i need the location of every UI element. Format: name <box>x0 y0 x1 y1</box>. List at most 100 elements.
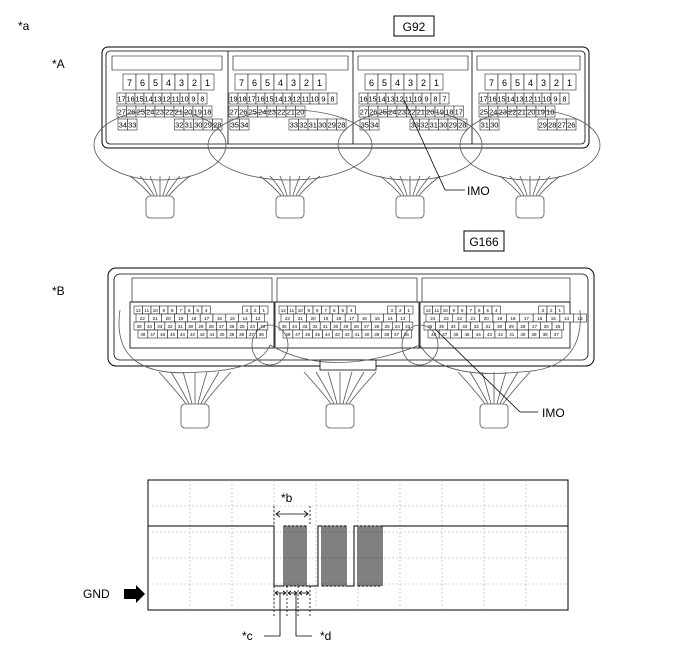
svg-text:15: 15 <box>230 316 236 321</box>
gnd-arrow-icon <box>124 585 145 603</box>
svg-text:12: 12 <box>395 94 403 103</box>
g92-pin: 31 <box>428 118 439 131</box>
g92-pin: 29 <box>326 118 337 131</box>
svg-text:33: 33 <box>462 324 468 329</box>
svg-text:35: 35 <box>137 324 143 329</box>
g166-pin: 13 <box>251 313 265 323</box>
g92-pin: 24 <box>145 105 156 118</box>
g166-pin: 37 <box>391 329 402 339</box>
svg-text:16: 16 <box>362 316 368 321</box>
g166-pin: 29 <box>195 321 207 331</box>
svg-text:28: 28 <box>337 120 345 129</box>
svg-text:4: 4 <box>528 78 533 88</box>
oscilloscope-waveform <box>147 479 569 611</box>
g92-pin: 23 <box>396 105 407 118</box>
g166-pin: 39 <box>226 329 237 339</box>
svg-text:21: 21 <box>153 316 159 321</box>
svg-text:28: 28 <box>458 120 466 129</box>
g166-pin: 25 <box>551 321 564 331</box>
svg-text:32: 32 <box>420 120 428 129</box>
g166-pin: 44 <box>322 329 333 339</box>
g166-pin: 45 <box>167 329 178 339</box>
svg-text:37: 37 <box>249 332 255 337</box>
svg-text:34: 34 <box>240 120 248 129</box>
g92-pin: 10 <box>309 92 320 105</box>
svg-text:2: 2 <box>554 78 559 88</box>
g166-pin: 30 <box>330 321 342 331</box>
svg-text:11: 11 <box>289 308 294 313</box>
g166-pin: 45 <box>312 329 323 339</box>
svg-text:22: 22 <box>140 316 146 321</box>
g92-pin: 1 <box>312 73 327 91</box>
svg-text:4: 4 <box>205 308 208 313</box>
svg-text:13: 13 <box>400 316 406 321</box>
g92-pin: 1 <box>429 73 444 91</box>
g166-pin: 42 <box>196 329 208 339</box>
g166-pin: 46 <box>302 329 313 339</box>
g166-pin: 8 <box>167 305 177 315</box>
svg-text:1: 1 <box>558 308 561 313</box>
g92-pin: 34 <box>239 118 250 131</box>
g166-pin: 22 <box>452 313 467 323</box>
g92-pin: 13 <box>282 92 293 105</box>
svg-text:28: 28 <box>548 120 556 129</box>
g92-pin: 16 <box>125 92 136 105</box>
g166-pin: 26 <box>540 321 553 331</box>
svg-text:23: 23 <box>405 324 411 329</box>
svg-text:47: 47 <box>442 332 448 337</box>
svg-text:15: 15 <box>497 94 505 103</box>
g92-pin: 28 <box>547 118 558 131</box>
g92-pin: 20 <box>183 105 194 118</box>
svg-text:24: 24 <box>146 107 154 116</box>
svg-text:13: 13 <box>283 94 291 103</box>
svg-text:9: 9 <box>424 94 428 103</box>
g92-pin: 9 <box>188 92 199 105</box>
g166-pin: 26 <box>226 321 238 331</box>
g166-pin: 4 <box>201 305 211 315</box>
g92-pin: 16 <box>358 92 369 105</box>
g166-pin: 33 <box>458 321 471 331</box>
g166-pin: 27 <box>361 321 372 331</box>
g92-pin: 7 <box>234 73 249 91</box>
svg-text:37: 37 <box>554 332 560 337</box>
svg-text:30: 30 <box>318 120 326 129</box>
g166-pin: 2 <box>546 305 556 315</box>
svg-text:33: 33 <box>290 120 298 129</box>
g166-pin: 39 <box>528 329 540 339</box>
g92-pin: 16 <box>255 92 266 105</box>
svg-text:1: 1 <box>567 78 572 88</box>
imo-leader-bottom: IMO <box>435 329 565 420</box>
svg-text:31: 31 <box>185 120 193 129</box>
svg-text:27: 27 <box>364 324 370 329</box>
svg-text:15: 15 <box>551 316 557 321</box>
g166-pin: 16 <box>212 313 227 323</box>
g92-pin: 1 <box>562 73 577 91</box>
g92-pin: 28 <box>457 118 468 131</box>
svg-text:20: 20 <box>296 107 304 116</box>
svg-text:27: 27 <box>219 324 225 329</box>
g92-pin: 12 <box>291 92 302 105</box>
svg-text:5: 5 <box>515 78 520 88</box>
svg-text:10: 10 <box>443 308 449 313</box>
g92-pin: 9 <box>318 92 329 105</box>
g92-pin: 13 <box>514 92 525 105</box>
g166-pin: 41 <box>505 329 518 339</box>
svg-text:11: 11 <box>534 94 542 103</box>
svg-text:4: 4 <box>350 308 353 313</box>
svg-text:5: 5 <box>382 78 387 88</box>
svg-text:28: 28 <box>354 324 360 329</box>
g92-pin: 7 <box>484 73 499 91</box>
svg-text:26: 26 <box>374 324 380 329</box>
g92-pin: 32 <box>419 118 430 131</box>
g166-pin: 18 <box>506 313 520 323</box>
svg-text:4: 4 <box>278 78 283 88</box>
svg-text:8: 8 <box>433 94 437 103</box>
g166-pin: 4 <box>491 305 501 315</box>
svg-text:37: 37 <box>394 332 400 337</box>
svg-text:8: 8 <box>171 308 174 313</box>
g166-pin: 19 <box>174 313 188 323</box>
svg-text:15: 15 <box>265 94 273 103</box>
svg-text:46: 46 <box>160 332 166 337</box>
g92-pin: 20 <box>295 105 306 118</box>
svg-text:25: 25 <box>249 107 257 116</box>
